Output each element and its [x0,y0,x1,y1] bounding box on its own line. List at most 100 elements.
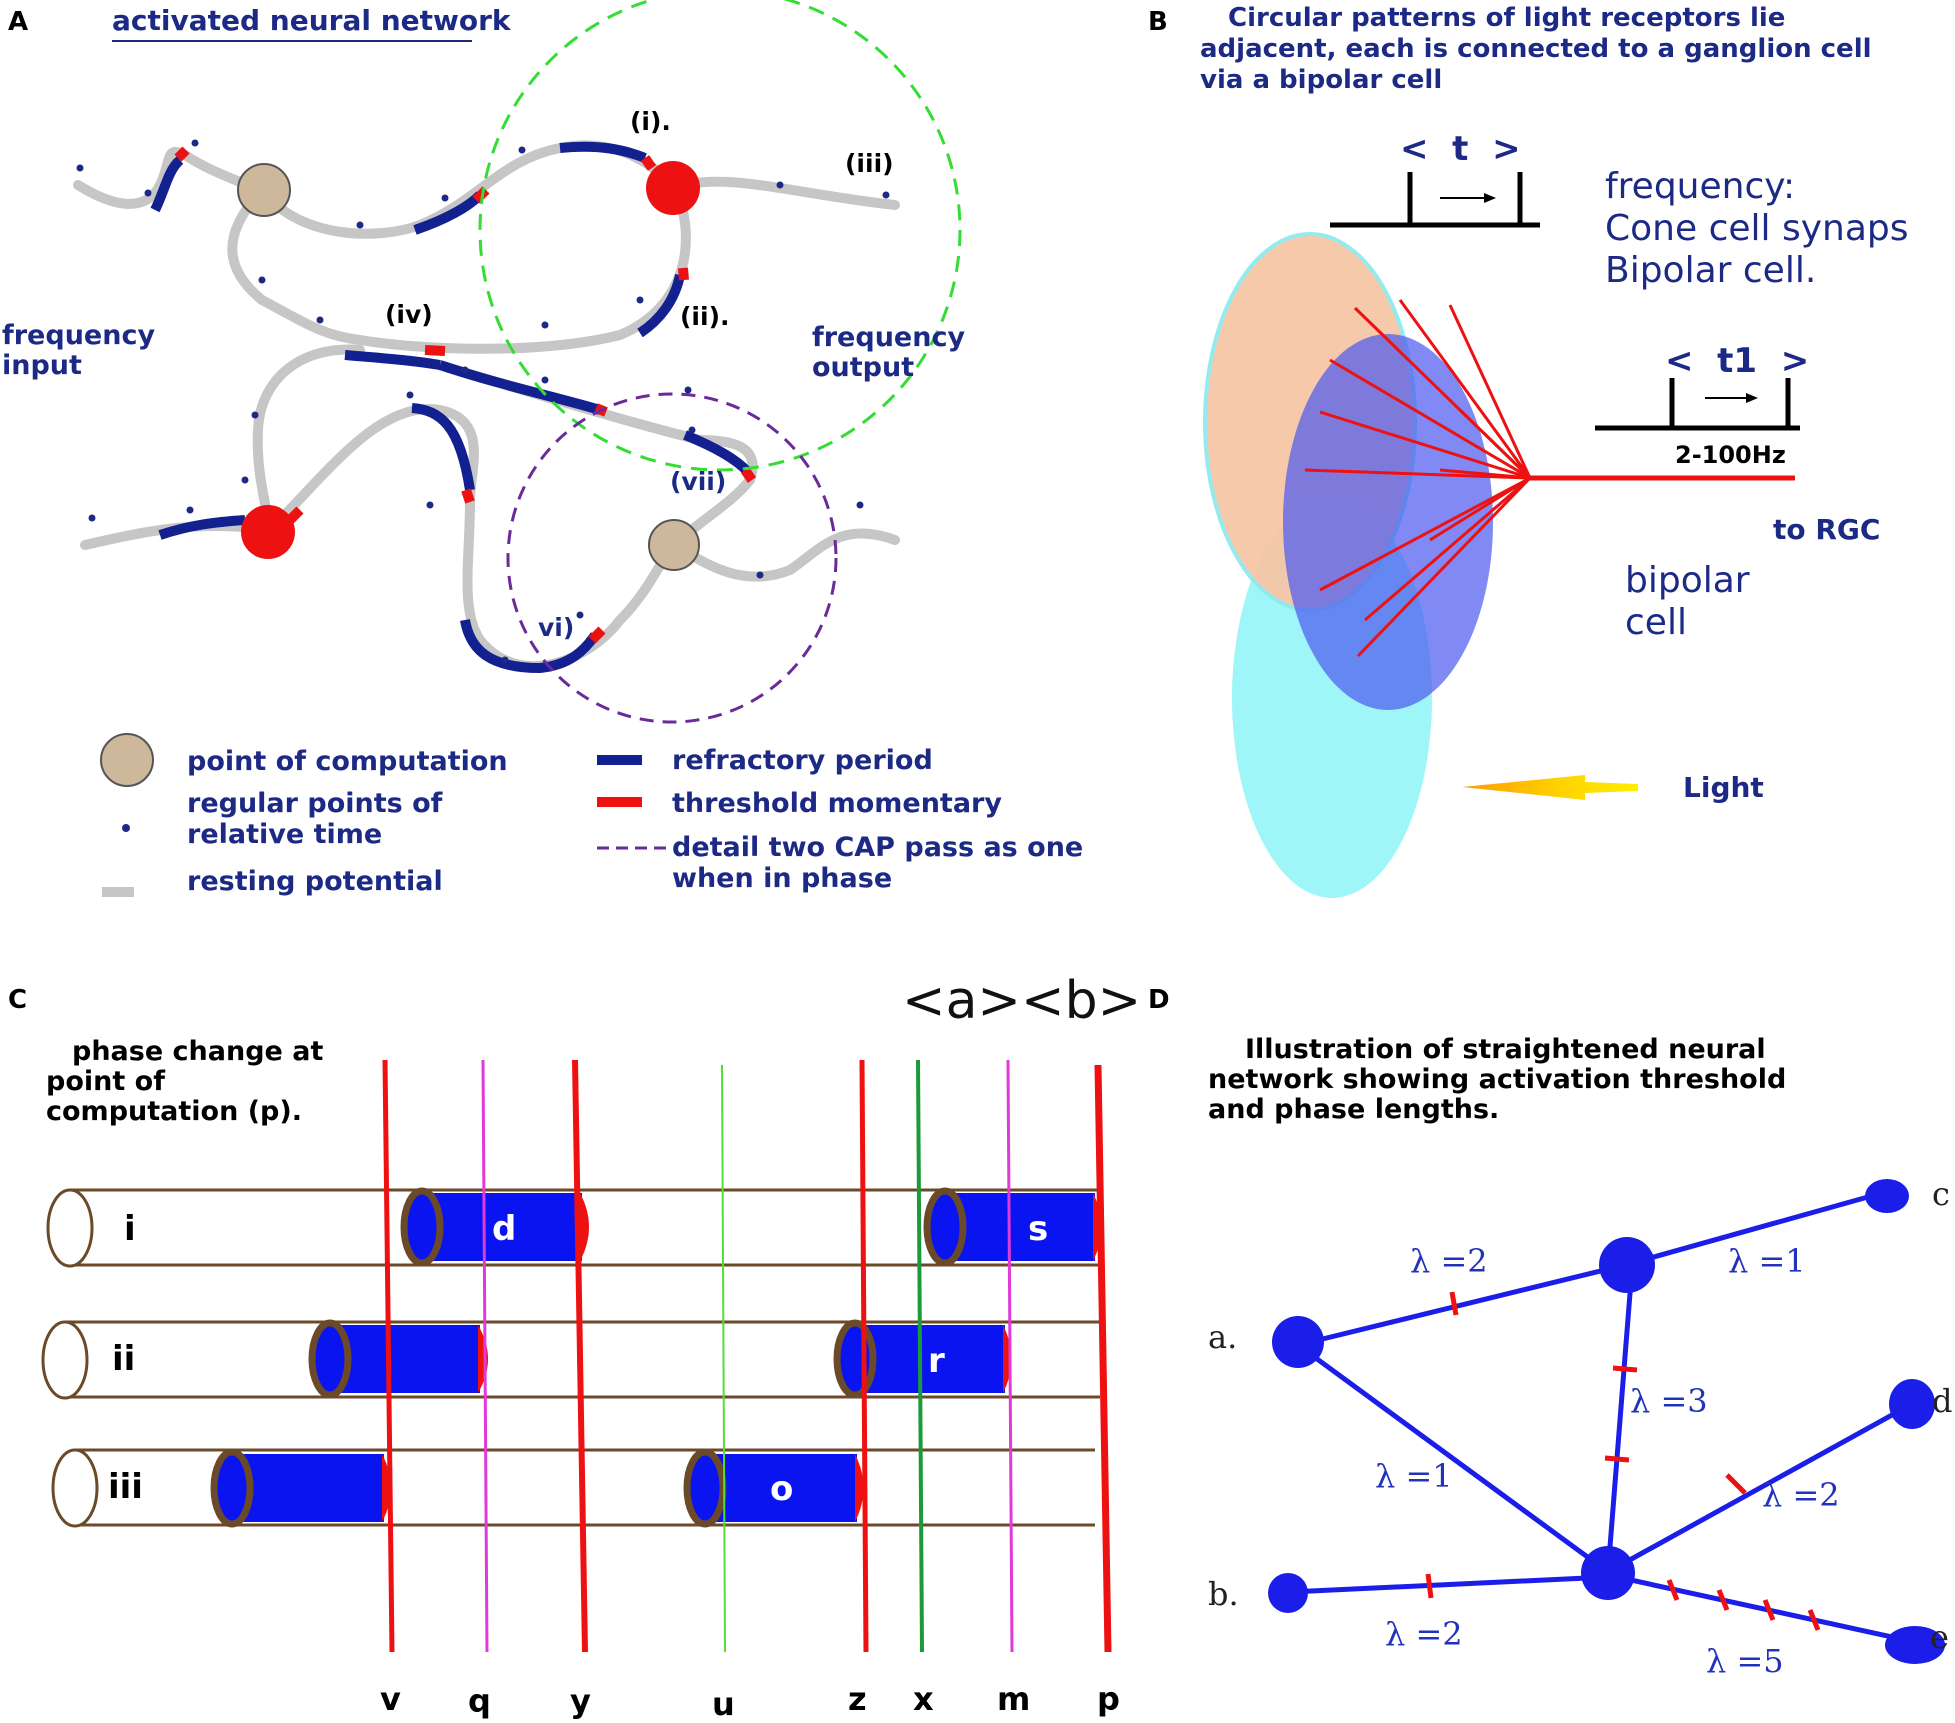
node-label-c: c [1932,1175,1950,1213]
t-pulse-trace [1330,172,1540,228]
frequency-text-3: Bipolar cell. [1605,250,1816,291]
panel-d-caption-2: network showing activation threshold [1208,1064,1786,1095]
bipolar-cell-label-2: cell [1625,602,1687,643]
active-soma-2 [241,505,295,559]
phase-line-v [382,1059,395,1653]
edge-top-hub [1605,1267,1635,1573]
phase-label-r: r [928,1341,945,1381]
phase-line-y [572,1059,588,1653]
node-label-e: e [1930,1618,1949,1656]
row-label-iii: iii [108,1467,143,1507]
legend-relative-time-text-1: regular points of [187,788,443,819]
edge-hub-d [1606,1402,1912,1575]
resting-fibres [73,140,900,672]
line-label-v: v [380,1680,401,1718]
panel-c-caption-2: point of [46,1066,165,1097]
edge-label-top-c: λ =1 [1728,1242,1806,1280]
t1-interval-label: < t1 > [1665,341,1809,381]
phase-line-x [916,1059,924,1653]
panel-a: A activated neural network [2,0,1083,897]
legend-relative-time-text-2: relative time [187,819,382,850]
legend-detail-text-1: detail two CAP pass as one [672,832,1083,863]
legend-detail-text-2: when in phase [672,863,892,894]
frequency-text-2: Cone cell synaps [1605,208,1909,249]
panel-b-caption-3: via a bipolar cell [1200,65,1442,95]
cylinder-iii-left [210,1448,391,1528]
cylinder-ii-left [308,1319,488,1399]
legend-resting-text: resting potential [187,866,443,897]
cylinder-d [400,1187,589,1267]
edge-label-a-hub: λ =1 [1375,1457,1453,1495]
panel-d-caption-1: Illustration of straightened neural [1245,1034,1766,1065]
edge-label-hub-e: λ =5 [1706,1642,1784,1680]
panel-c-caption-1: phase change at [72,1036,323,1067]
line-label-y: y [570,1682,591,1720]
purple-dashed-circle [506,392,838,724]
phase-line-labels: v q y u z x m p [380,1680,1120,1723]
node-e [1885,1626,1945,1664]
phase-lines [382,1059,1112,1653]
label-frequency-input-2: input [2,350,82,381]
label-ii: (ii). [680,302,730,331]
t-interval-label: < t > [1400,129,1521,169]
bipolar-cell-label-1: bipolar [1625,560,1750,601]
edge-top-c [1624,1192,1876,1268]
panel-a-legend: point of computation regular points of r… [100,733,1083,897]
relative-time-dots [76,139,890,664]
fibre-left-drop [252,344,365,535]
computation-point-2 [648,519,700,571]
phase-label-d: d [492,1209,516,1249]
legend-computation-text: point of computation [187,746,508,777]
cylinder-s [923,1187,1102,1267]
legend-refractory-text: refractory period [672,745,933,776]
legend-dot-icon [122,824,130,832]
panel-a-title: activated neural network [112,4,512,37]
edge-a-hub [1296,1342,1610,1575]
light-arrow-icon [1462,775,1638,800]
edge-label-hub-d: λ =2 [1762,1476,1840,1514]
bipolar-cell-field [1283,334,1493,710]
node-label-d: d [1932,1382,1952,1420]
node-d [1889,1379,1935,1429]
light-label: Light [1683,771,1764,804]
fibre-top-left [73,146,267,209]
hz-label: 2-100Hz [1675,441,1786,469]
fibre-right-tail [670,528,900,582]
panel-c: C phase change at point of computation (… [8,971,1141,1723]
edge-b-hub [1289,1574,1609,1595]
panel-letter-c: C [8,985,27,1015]
legend-computation-icon [100,733,154,787]
frequency-text-1: frequency: [1605,166,1795,207]
row-label-i: i [124,1209,136,1249]
label-vi: vi) [538,613,574,642]
label-vii: (vii) [670,467,726,496]
panel-letter-b: B [1148,7,1168,37]
label-frequency-output-2: output [812,352,914,383]
panel-b-caption-2: adjacent, each is connected to a ganglio… [1200,34,1872,64]
phase-label-o: o [770,1469,793,1509]
node-hub [1581,1546,1635,1600]
label-iii: (iii) [845,149,894,178]
line-label-x: x [913,1680,934,1718]
computation-point-1 [237,163,291,217]
phase-line-q [481,1059,489,1653]
fibre-top [257,140,681,239]
edge-hub-e [1607,1572,1916,1645]
line-label-q: q [468,1682,491,1720]
active-soma-1 [646,161,700,215]
cylinder-o [683,1448,864,1528]
network-edges [1289,1192,1916,1645]
edge-label-b-hub: λ =2 [1385,1615,1463,1653]
edge-a-top [1297,1262,1626,1348]
phase-label-s: s [1028,1209,1048,1249]
label-iv: (iv) [385,300,433,329]
threshold-marks [174,146,757,644]
refractory-segments [150,141,752,674]
green-dashed-circle [478,0,962,472]
network-nodes [1268,1179,1945,1664]
panel-d-caption-3: and phase lengths. [1208,1094,1499,1125]
node-a [1272,1316,1324,1368]
phase-line-z [859,1059,869,1653]
row-label-ii: ii [112,1339,135,1379]
legend-threshold-text: threshold momentary [672,788,1002,819]
